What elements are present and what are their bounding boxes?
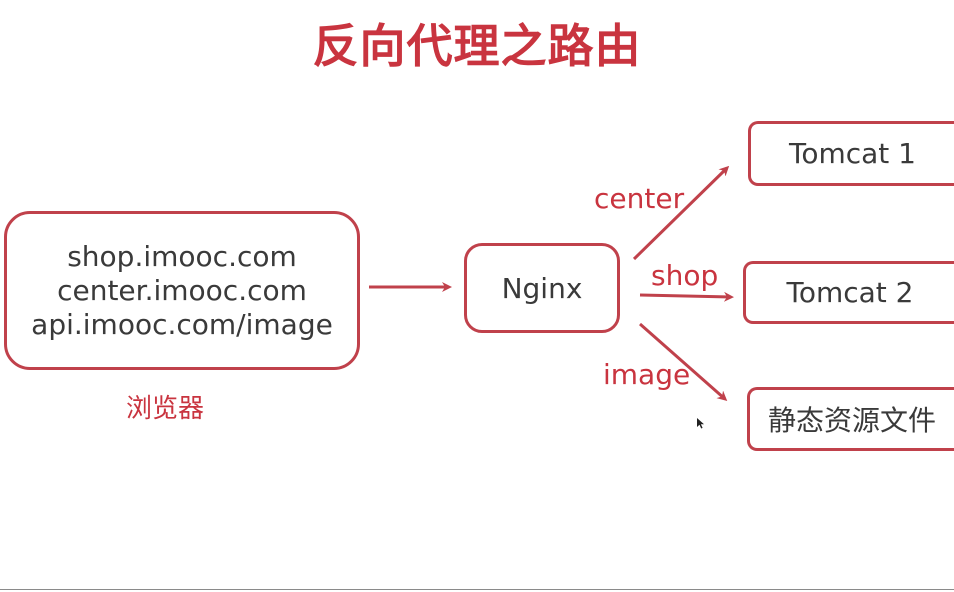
route-label-image: image [603, 358, 691, 391]
static-files-node: 静态资源文件 [747, 387, 954, 451]
static-files-label: 静态资源文件 [767, 404, 936, 437]
nginx-label: Nginx [501, 271, 583, 305]
mouse-cursor-icon [697, 418, 704, 429]
arrow-center-route [632, 165, 730, 261]
browser-node: shop.imooc.com center.imooc.com api.imoo… [4, 211, 360, 370]
browser-domain-center: center.imooc.com [57, 273, 307, 307]
arrow-shop-route [639, 291, 734, 302]
route-label-shop: shop [651, 259, 719, 292]
tomcat-1-label: Tomcat 1 [789, 137, 916, 170]
browser-domain-image: api.imooc.com/image [31, 307, 333, 341]
nginx-node: Nginx [464, 243, 620, 333]
tomcat-2-label: Tomcat 2 [786, 276, 914, 309]
page-title: 反向代理之路由 [312, 19, 642, 73]
route-label-center: center [594, 182, 685, 215]
bottom-divider [0, 589, 954, 590]
browser-caption: 浏览器 [126, 394, 205, 424]
tomcat-1-node: Tomcat 1 [748, 121, 954, 186]
browser-domain-shop: shop.imooc.com [67, 239, 297, 273]
tomcat-2-node: Tomcat 2 [743, 261, 954, 324]
arrow-image-route [639, 322, 728, 401]
